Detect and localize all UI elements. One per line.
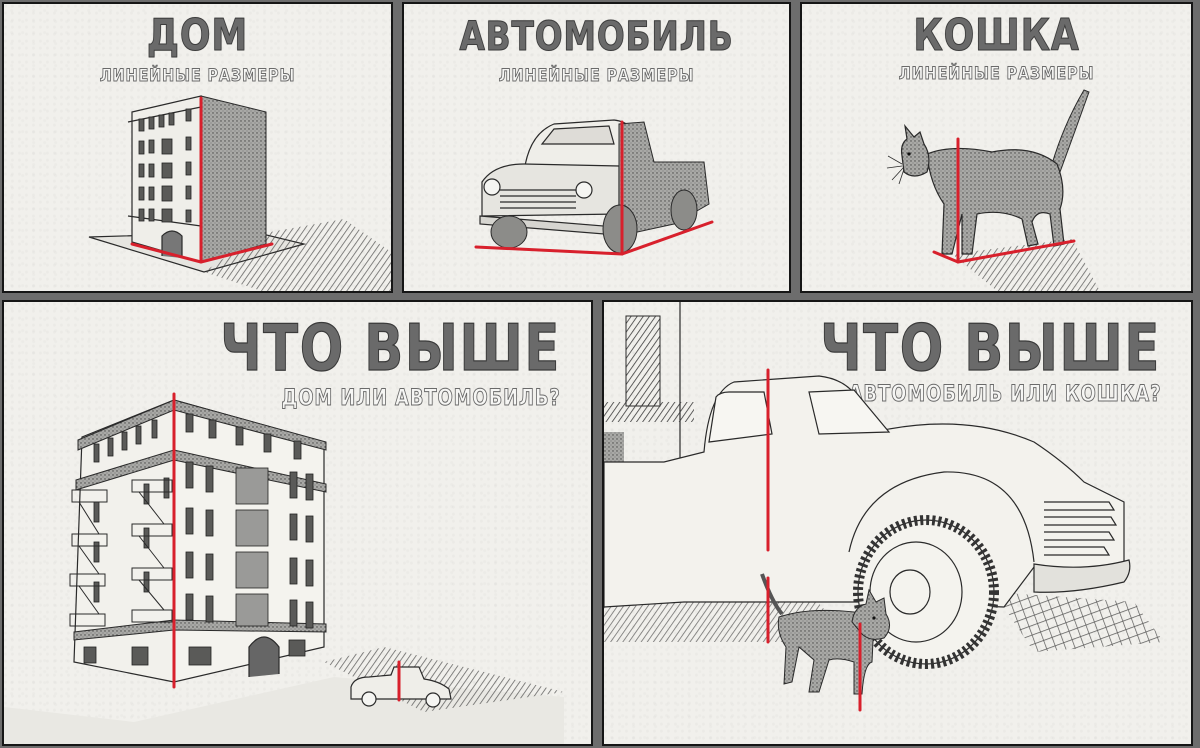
panel-car: АВТОМОБИЛЬ ЛИНЕЙНЫЕ РАЗМЕРЫ	[402, 2, 791, 293]
truck-illustration	[474, 119, 714, 256]
panel-subtitle: ДОМ ИЛИ АВТОМОБИЛЬ?	[281, 386, 561, 412]
panel-title: ДОМ	[146, 10, 249, 62]
cat-illustration	[886, 89, 1100, 291]
panel-subtitle: ЛИНЕЙНЫЕ РАЗМЕРЫ	[99, 66, 296, 87]
small-truck	[350, 666, 452, 708]
panel-subtitle: АВТОМОБИЛЬ ИЛИ КОШКА?	[848, 382, 1161, 408]
panel-subtitle: ЛИНЕЙНЫЕ РАЗМЕРЫ	[498, 66, 695, 87]
panel-title: ЧТО ВЫШЕ	[820, 311, 1161, 386]
panel-house-vs-car: ЧТО ВЫШЕ ДОМ ИЛИ АВТОМОБИЛЬ?	[2, 300, 593, 746]
panel-title: АВТОМОБИЛЬ	[459, 14, 734, 61]
building-and-truck-illustration	[4, 392, 564, 744]
panel-title: КОШКА	[913, 10, 1080, 62]
panel-subtitle: ЛИНЕЙНЫЕ РАЗМЕРЫ	[898, 64, 1095, 85]
panel-title: ЧТО ВЫШЕ	[220, 311, 561, 386]
panel-house: ДОМ ЛИНЕЙНЫЕ РАЗМЕРЫ	[2, 2, 393, 293]
panel-cat: КОШКА ЛИНЕЙНЫЕ РАЗМЕРЫ	[800, 2, 1193, 293]
panel-car-vs-cat: ЧТО ВЫШЕ АВТОМОБИЛЬ ИЛИ КОШКА?	[602, 300, 1193, 746]
building-illustration	[88, 95, 391, 291]
truck-closeup-and-cat-illustration	[604, 302, 1164, 712]
